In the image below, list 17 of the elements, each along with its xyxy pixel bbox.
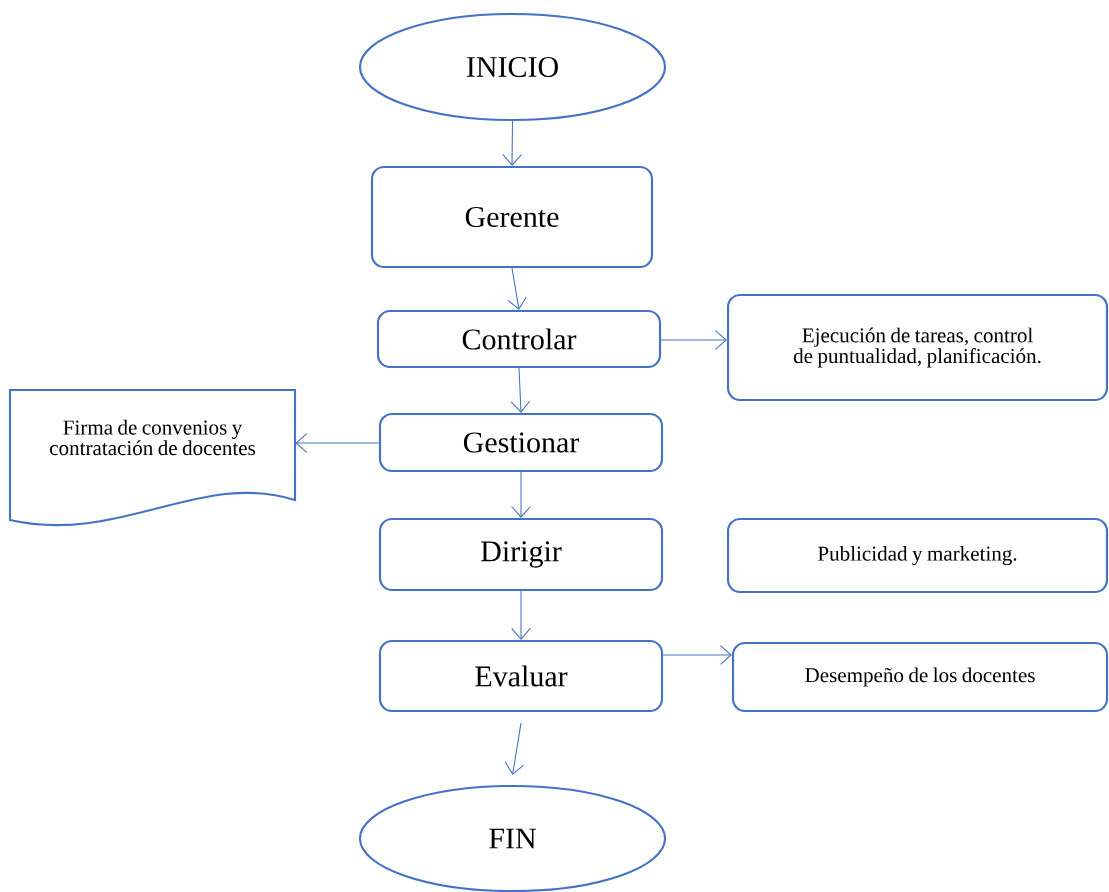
arrow bbox=[502, 120, 522, 166]
process-box: Desempeño de los docentes bbox=[731, 641, 1109, 713]
process-box: Gerente bbox=[370, 165, 654, 269]
process-box: Dirigir bbox=[378, 517, 664, 592]
arrow bbox=[660, 330, 727, 350]
arrow bbox=[511, 471, 531, 518]
arrow bbox=[662, 645, 732, 665]
arrow bbox=[295, 433, 380, 453]
process-box: Gestionar bbox=[378, 412, 664, 473]
arrow bbox=[510, 367, 531, 413]
process-box: Ejecución de tareas, control de puntualidad, planificación. bbox=[726, 293, 1109, 402]
arrow bbox=[507, 267, 527, 310]
process-box: Publicidad y marketing. bbox=[726, 517, 1109, 594]
process-box: Evaluar bbox=[378, 639, 664, 713]
process-box: Controlar bbox=[376, 309, 662, 369]
arrow bbox=[511, 590, 531, 640]
arrow bbox=[504, 722, 525, 775]
